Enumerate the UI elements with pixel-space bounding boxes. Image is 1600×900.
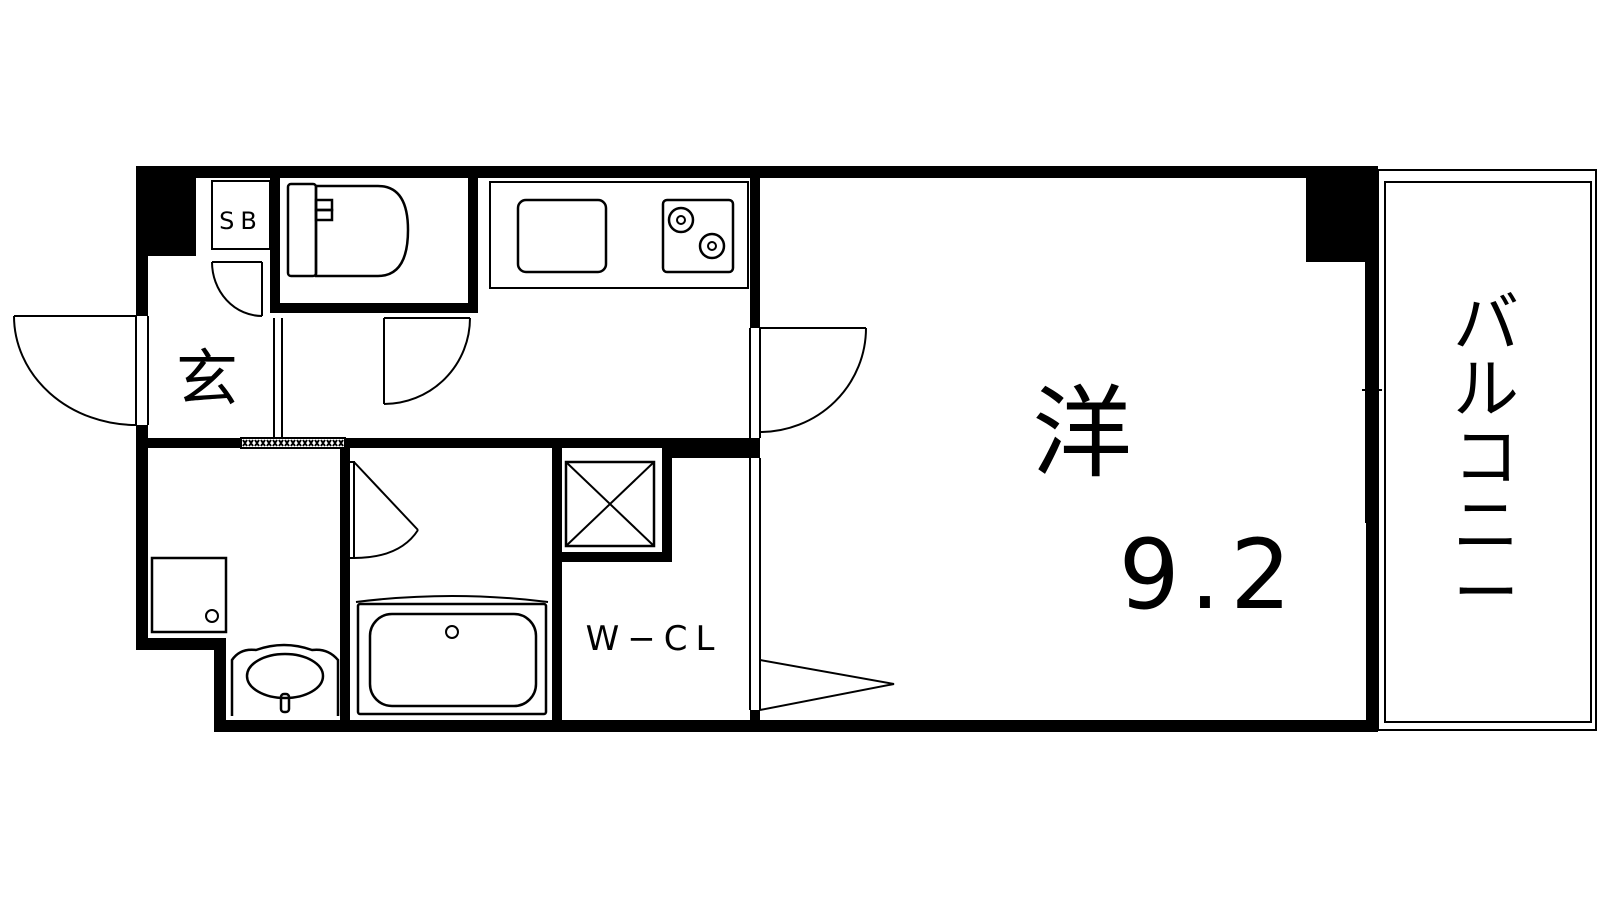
shoe-box-label: SB bbox=[219, 207, 263, 235]
shoebox-door bbox=[211, 261, 263, 317]
interior-walls bbox=[136, 178, 760, 732]
bathtub bbox=[355, 595, 549, 716]
room-area-label: 9.2 bbox=[1119, 519, 1302, 631]
columns bbox=[136, 166, 1378, 262]
toilet bbox=[286, 182, 410, 278]
balcony-label-char: ニ bbox=[1453, 487, 1519, 564]
washbasin bbox=[230, 643, 340, 716]
balcony-label-char: バ bbox=[1453, 285, 1519, 362]
walk-in-closet-label: W−CL bbox=[586, 619, 723, 659]
room-door bbox=[749, 327, 867, 438]
balcony bbox=[1362, 169, 1597, 732]
entrance-step bbox=[240, 437, 346, 449]
balcony-label-char: ル bbox=[1453, 351, 1519, 428]
toilet-door bbox=[383, 317, 471, 405]
closet-door bbox=[749, 458, 895, 711]
balcony-label: バ ル コ ニ ー bbox=[1453, 285, 1519, 632]
bathroom-door bbox=[347, 461, 419, 559]
duct-shaft bbox=[564, 460, 656, 548]
balcony-label-char: ー bbox=[1453, 555, 1519, 632]
washing-machine-space bbox=[150, 556, 228, 634]
entrance-door bbox=[13, 315, 149, 426]
kitchen-counter bbox=[489, 181, 749, 289]
entrance-label: 玄 bbox=[176, 342, 238, 415]
western-room-label: 洋 bbox=[1032, 375, 1132, 492]
balcony-label-char: コ bbox=[1453, 419, 1519, 496]
